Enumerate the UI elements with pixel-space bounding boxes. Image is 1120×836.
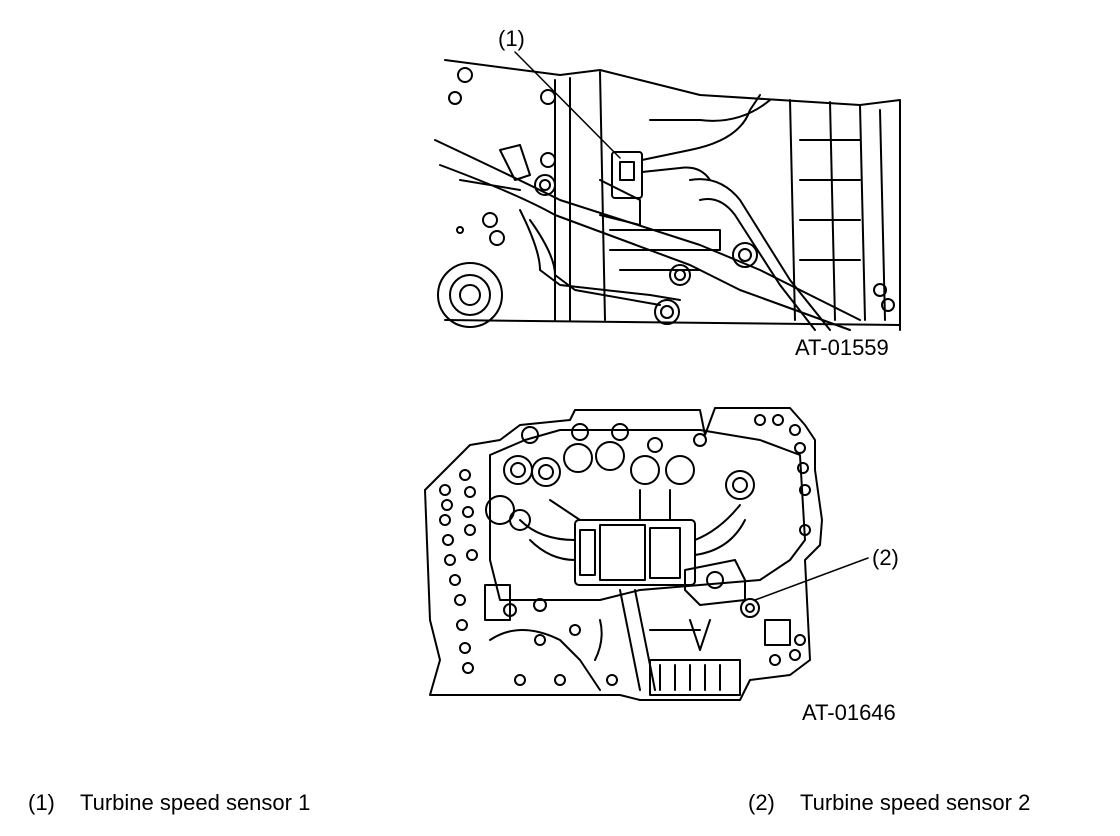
callout-2: (2): [872, 545, 899, 570]
legend-label-2: Turbine speed sensor 2: [800, 790, 1031, 815]
legend-label-1: Turbine speed sensor 1: [80, 790, 311, 815]
figure-code-1: AT-01559: [795, 335, 889, 360]
legend-num-2: (2): [748, 790, 775, 815]
legend-num-1: (1): [28, 790, 55, 815]
callout-1: (1): [498, 26, 525, 51]
valve-body-drawing: [424, 407, 869, 701]
transmission-exterior-drawing: [434, 51, 901, 331]
figure-code-2: AT-01646: [802, 700, 896, 725]
